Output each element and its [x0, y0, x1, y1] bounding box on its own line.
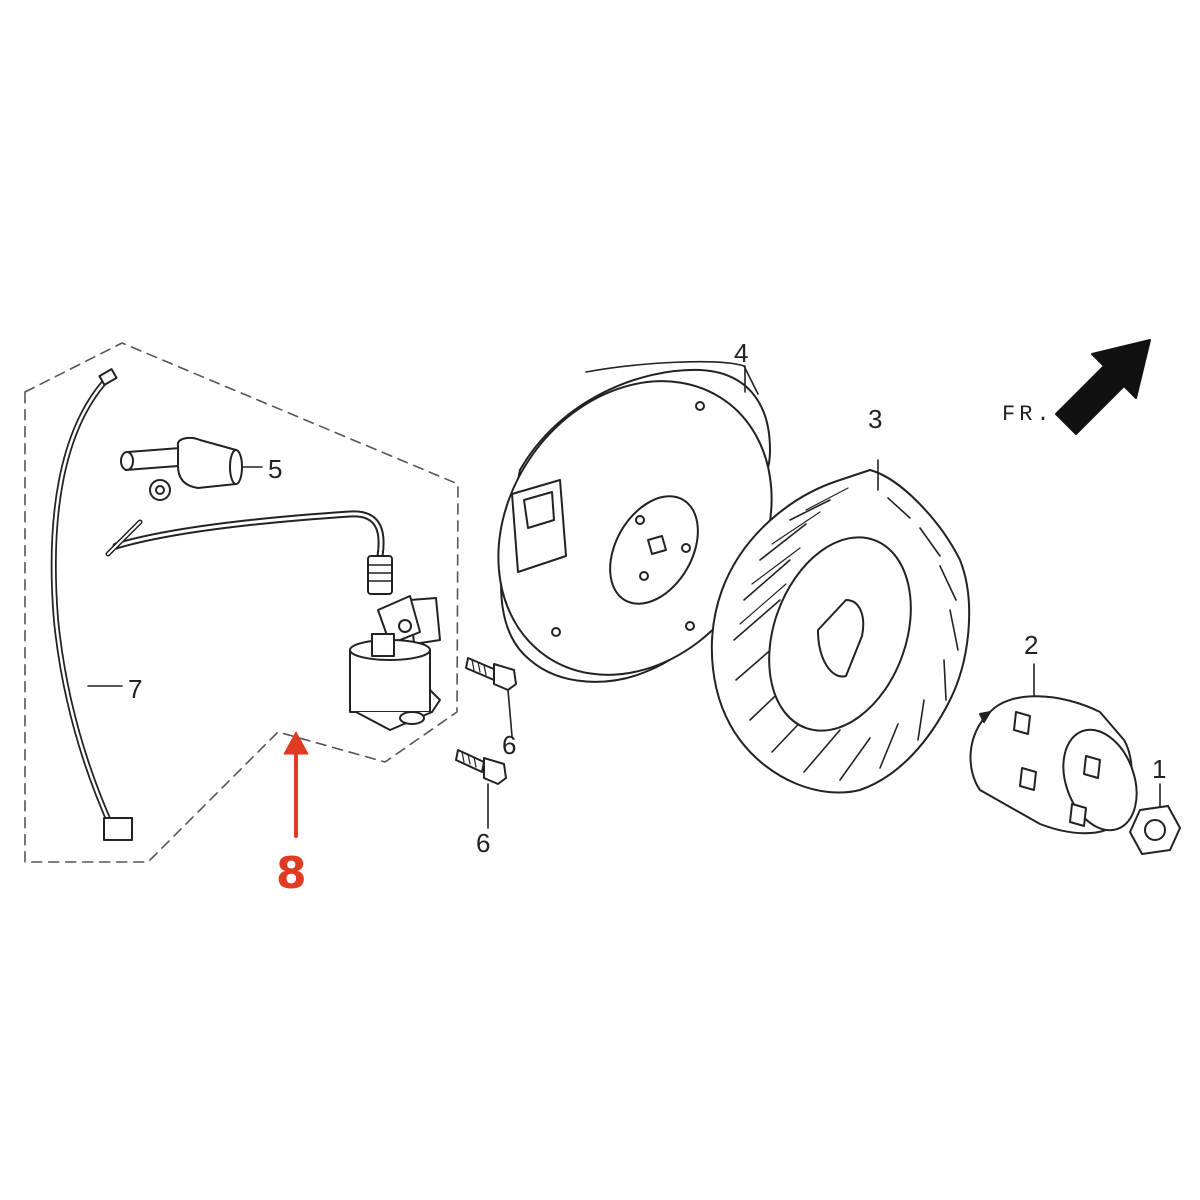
ignition-coil-part-8 [349, 595, 441, 731]
callout-4: 4 [734, 338, 749, 368]
callout-6-lower: 6 [476, 828, 491, 858]
bolt-upper-part-6 [465, 657, 517, 737]
flange-nut-part-1 [1129, 783, 1181, 855]
highlight-arrow [283, 731, 309, 838]
bolt-lower-part-6 [455, 749, 507, 829]
starter-pulley-part-2 [969, 663, 1138, 835]
callout-3: 3 [868, 404, 883, 434]
flywheel-part-4 [497, 360, 773, 683]
callout-7: 7 [128, 674, 143, 704]
cooling-fan-part-3 [710, 459, 971, 794]
front-direction-label: FR. [1002, 402, 1054, 427]
ht-lead [105, 510, 393, 595]
plug-cap-part-5 [120, 437, 263, 501]
callout-2: 2 [1024, 630, 1039, 660]
callout-1: 1 [1152, 754, 1167, 784]
callout-6-upper: 6 [502, 730, 517, 760]
callout-5: 5 [268, 454, 283, 484]
highlighted-part-label: 8 [276, 848, 307, 899]
stop-wire-part-7 [50, 368, 133, 841]
assembly-boundary [24, 342, 459, 863]
front-direction-arrow [1055, 339, 1151, 435]
